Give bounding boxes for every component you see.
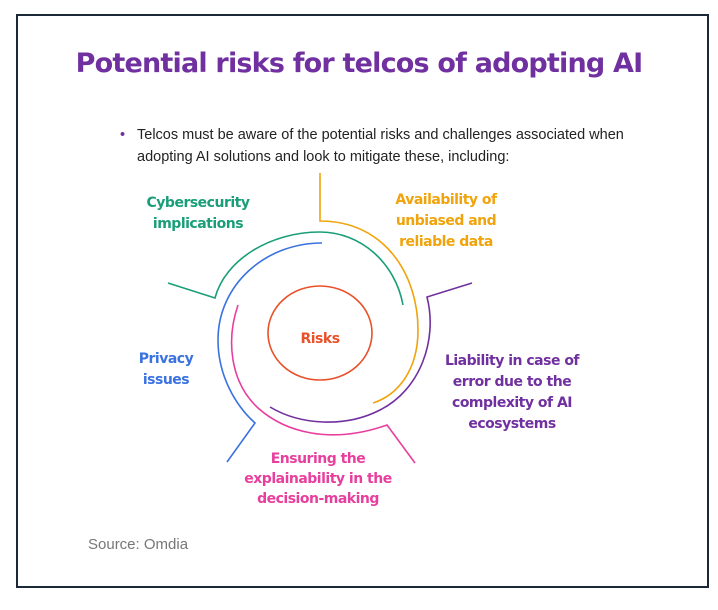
risks-circle: [267, 285, 373, 381]
label-cybersecurity: Cybersecurity implications: [147, 195, 251, 232]
label-line: complexity of AI: [452, 395, 572, 411]
label-line: Ensuring the: [271, 451, 366, 467]
label-line: Privacy: [139, 351, 194, 367]
center-label: Risks: [300, 331, 339, 347]
label-line: decision-making: [257, 491, 379, 507]
label-line: reliable data: [399, 234, 493, 250]
label-line: Availability of: [395, 192, 498, 208]
label-explainability: Ensuring the explainability in the decis…: [244, 451, 392, 507]
label-line: unbiased and: [396, 213, 496, 229]
bullet-icon: •: [120, 127, 126, 143]
cybersecurity-arc: [167, 231, 404, 306]
label-liability: Liability in case of error due to the co…: [445, 353, 581, 432]
bullet-point: • Telcos must be aware of the potential …: [120, 124, 680, 168]
label-line: error due to the: [453, 374, 571, 390]
source-note: Source: Omdia: [88, 536, 189, 553]
slide-frame: [16, 14, 709, 588]
label-line: issues: [143, 372, 189, 388]
label-line: ecosystems: [468, 416, 555, 432]
label-line: Liability in case of: [445, 353, 580, 369]
liability-arc: [269, 282, 473, 423]
privacy-arc: [217, 242, 323, 463]
label-line: implications: [153, 216, 243, 232]
label-line: explainability in the: [244, 471, 391, 487]
explainability-arc: [230, 304, 416, 464]
availability-arc: [319, 173, 419, 404]
bullet-text: Telcos must be aware of the potential ri…: [137, 127, 624, 165]
label-availability: Availability of unbiased and reliable da…: [395, 192, 498, 250]
label-line: Cybersecurity: [147, 195, 250, 211]
slide-title: Potential risks for telcos of adopting A…: [75, 48, 644, 79]
label-privacy: Privacy issues: [139, 351, 194, 388]
